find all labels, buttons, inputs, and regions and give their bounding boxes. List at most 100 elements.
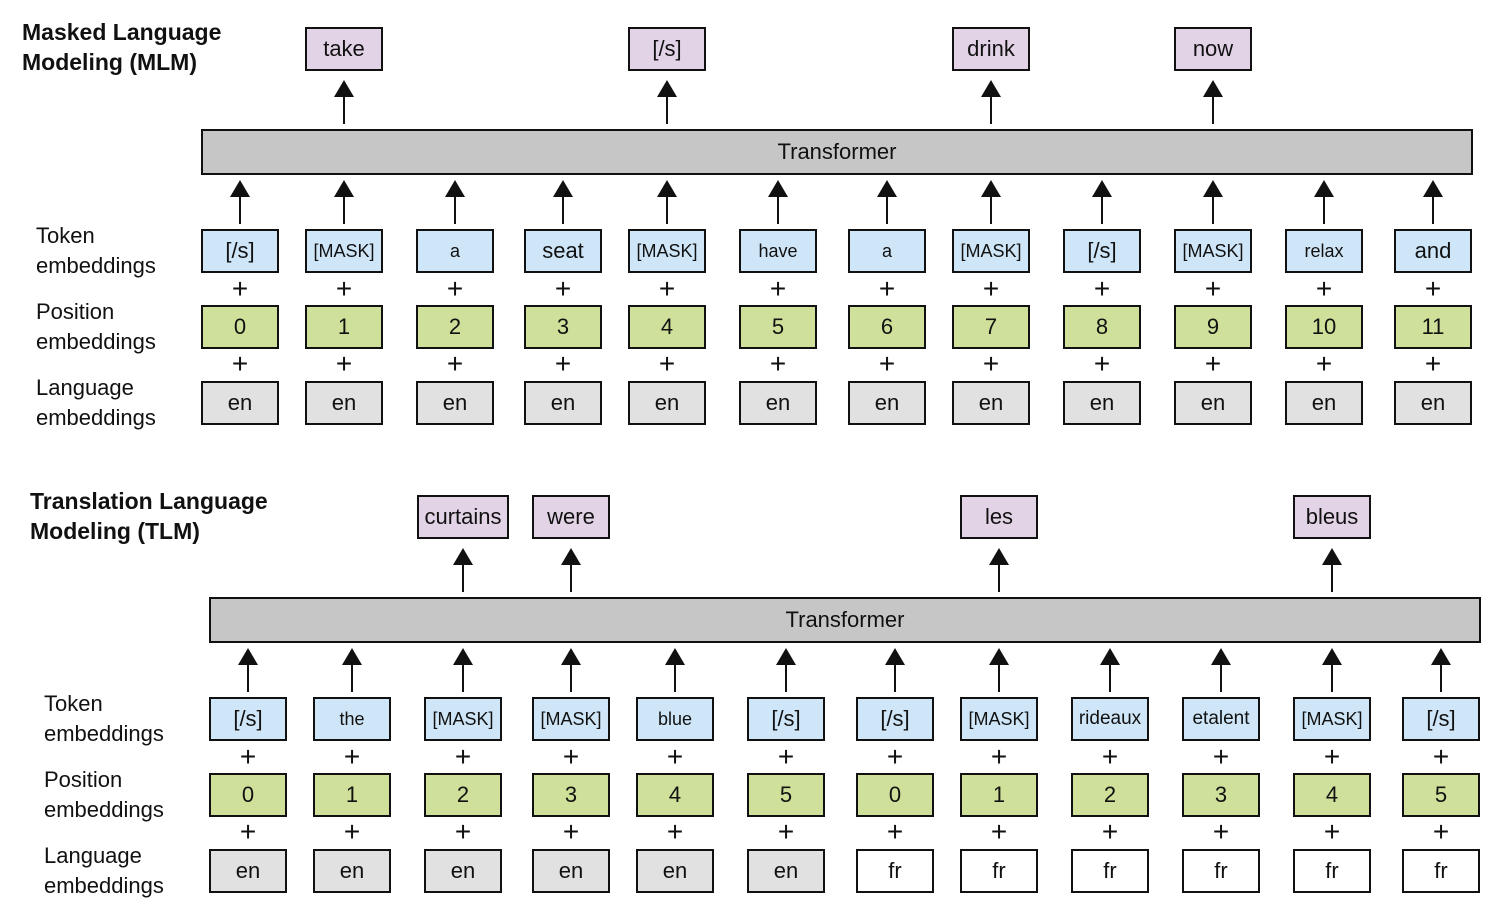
tlm-language-embedding: fr [1182, 849, 1260, 893]
tlm-plus-sign: + [777, 816, 795, 847]
tlm-input-arrow [989, 648, 1009, 692]
tlm-position-row-label: Position embeddings [44, 767, 164, 822]
mlm-input-arrow [553, 180, 573, 224]
tlm-plus-sign: + [454, 741, 472, 772]
tlm-predicted-token: bleus [1293, 495, 1371, 539]
mlm-plus-sign: + [554, 348, 572, 379]
tlm-plus-sign: + [990, 816, 1008, 847]
tlm-language-row-label: Language embeddings [44, 843, 164, 898]
tlm-language-embedding: en [532, 849, 610, 893]
tlm-language-embedding: en [747, 849, 825, 893]
mlm-language-embedding: en [416, 381, 494, 425]
tlm-plus-sign: + [1432, 741, 1450, 772]
mlm-plus-sign: + [1315, 273, 1333, 304]
mlm-plus-sign: + [1315, 348, 1333, 379]
mlm-plus-sign: + [446, 348, 464, 379]
tlm-language-embedding: fr [1293, 849, 1371, 893]
mlm-plus-sign: + [1424, 273, 1442, 304]
tlm-plus-sign: + [343, 741, 361, 772]
mlm-input-arrow [768, 180, 788, 224]
tlm-input-arrow [665, 648, 685, 692]
mlm-input-arrow [1314, 180, 1334, 224]
tlm-token-embedding: [MASK] [960, 697, 1038, 741]
mlm-language-row-label: Language embeddings [36, 375, 156, 430]
tlm-language-embedding: en [636, 849, 714, 893]
mlm-language-embedding: en [201, 381, 279, 425]
mlm-output-arrow [981, 80, 1001, 124]
mlm-input-arrow [445, 180, 465, 224]
tlm-input-arrow [1431, 648, 1451, 692]
mlm-token-embedding: [/s] [201, 229, 279, 273]
tlm-token-embedding: [MASK] [424, 697, 502, 741]
tlm-language-embedding: fr [1071, 849, 1149, 893]
mlm-plus-sign: + [658, 348, 676, 379]
mlm-token-embedding: [MASK] [628, 229, 706, 273]
tlm-plus-sign: + [777, 741, 795, 772]
mlm-position-embedding: 3 [524, 305, 602, 349]
tlm-input-arrow [561, 648, 581, 692]
tlm-language-embedding: en [313, 849, 391, 893]
mlm-predicted-token: take [305, 27, 383, 71]
mlm-position-embedding: 8 [1063, 305, 1141, 349]
tlm-position-embedding: 0 [856, 773, 934, 817]
mlm-plus-sign: + [1093, 348, 1111, 379]
mlm-token-embedding: [MASK] [952, 229, 1030, 273]
tlm-input-arrow [1211, 648, 1231, 692]
tlm-input-arrow [342, 648, 362, 692]
mlm-plus-sign: + [1204, 273, 1222, 304]
tlm-predicted-token: curtains [417, 495, 509, 539]
mlm-input-arrow [334, 180, 354, 224]
tlm-input-arrow [238, 648, 258, 692]
tlm-output-arrow [561, 548, 581, 592]
tlm-token-embedding: [MASK] [1293, 697, 1371, 741]
mlm-plus-sign: + [769, 348, 787, 379]
mlm-input-arrow [1092, 180, 1112, 224]
mlm-transformer-block: Transformer [201, 129, 1473, 175]
tlm-plus-sign: + [666, 816, 684, 847]
tlm-position-embedding: 4 [1293, 773, 1371, 817]
tlm-position-embedding: 1 [960, 773, 1038, 817]
mlm-input-arrow [1423, 180, 1443, 224]
mlm-plus-sign: + [1093, 273, 1111, 304]
tlm-plus-sign: + [990, 741, 1008, 772]
mlm-plus-sign: + [658, 273, 676, 304]
tlm-plus-sign: + [886, 741, 904, 772]
mlm-language-embedding: en [739, 381, 817, 425]
tlm-token-embedding: [/s] [209, 697, 287, 741]
tlm-transformer-block: Transformer [209, 597, 1481, 643]
tlm-token-embedding: rideaux [1071, 697, 1149, 741]
tlm-token-embedding: [MASK] [532, 697, 610, 741]
mlm-token-embedding: [MASK] [1174, 229, 1252, 273]
mlm-position-row-label: Position embeddings [36, 299, 156, 354]
tlm-language-embedding: en [424, 849, 502, 893]
mlm-plus-sign: + [982, 273, 1000, 304]
tlm-language-embedding: fr [1402, 849, 1480, 893]
mlm-position-embedding: 10 [1285, 305, 1363, 349]
tlm-predicted-token: were [532, 495, 610, 539]
mlm-token-embedding: relax [1285, 229, 1363, 273]
mlm-plus-sign: + [878, 348, 896, 379]
mlm-language-embedding: en [848, 381, 926, 425]
tlm-title: Translation Language Modeling (TLM) [30, 488, 268, 544]
mlm-plus-sign: + [1204, 348, 1222, 379]
tlm-output-arrow [989, 548, 1009, 592]
mlm-predicted-token: now [1174, 27, 1252, 71]
tlm-output-arrow [1322, 548, 1342, 592]
mlm-position-embedding: 7 [952, 305, 1030, 349]
tlm-plus-sign: + [562, 741, 580, 772]
mlm-plus-sign: + [231, 348, 249, 379]
tlm-plus-sign: + [1323, 741, 1341, 772]
tlm-position-embedding: 3 [532, 773, 610, 817]
mlm-position-embedding: 6 [848, 305, 926, 349]
mlm-position-embedding: 2 [416, 305, 494, 349]
mlm-plus-sign: + [769, 273, 787, 304]
tlm-plus-sign: + [1323, 816, 1341, 847]
mlm-language-embedding: en [1394, 381, 1472, 425]
tlm-language-embedding: fr [960, 849, 1038, 893]
tlm-token-embedding: [/s] [747, 697, 825, 741]
tlm-plus-sign: + [562, 816, 580, 847]
tlm-position-embedding: 5 [1402, 773, 1480, 817]
mlm-token-row-label: Token embeddings [36, 223, 156, 278]
tlm-plus-sign: + [1432, 816, 1450, 847]
mlm-plus-sign: + [982, 348, 1000, 379]
